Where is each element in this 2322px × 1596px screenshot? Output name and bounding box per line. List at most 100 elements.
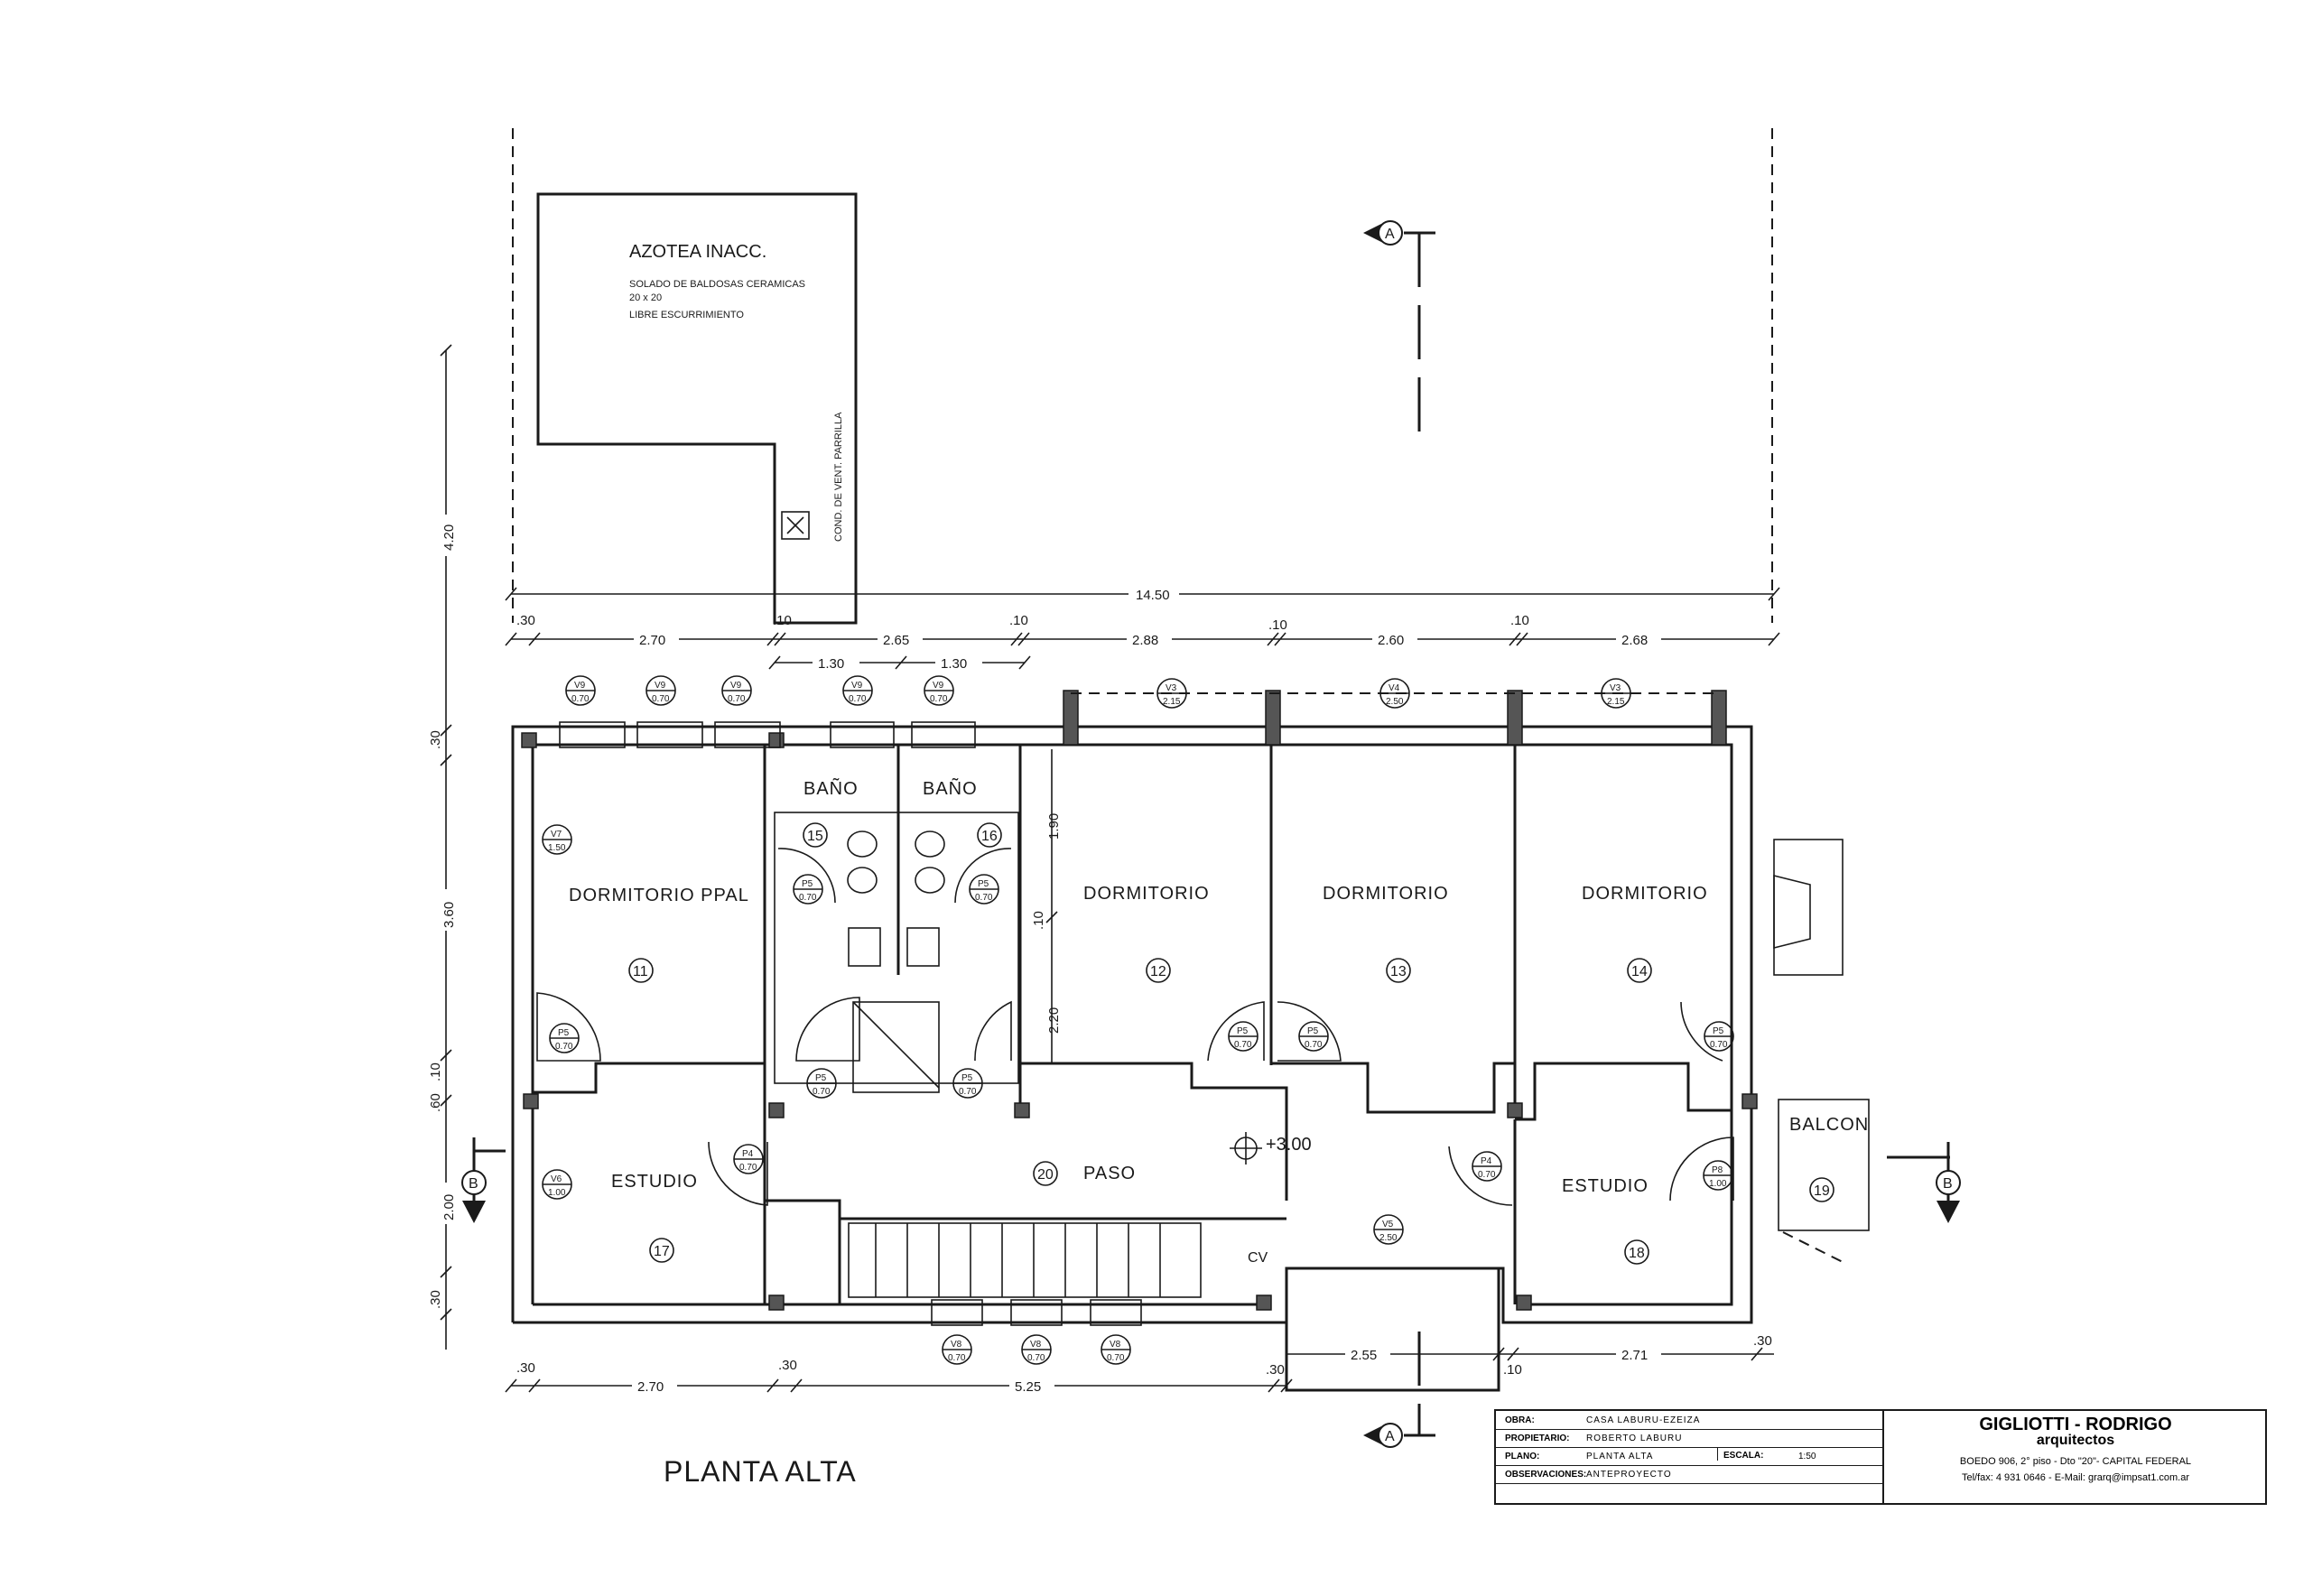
exterior-walls bbox=[511, 725, 1753, 1392]
vent-note: COND. DE VENT. PARRILLA bbox=[833, 412, 844, 542]
svg-text:.30: .30 bbox=[1753, 1333, 1772, 1349]
svg-text:0.70: 0.70 bbox=[1107, 1353, 1125, 1363]
svg-text:19: 19 bbox=[1814, 1183, 1830, 1199]
room-label-bano-16: BAÑO bbox=[923, 777, 978, 799]
svg-text:0.70: 0.70 bbox=[975, 893, 993, 903]
svg-text:0.70: 0.70 bbox=[1305, 1040, 1323, 1050]
svg-text:V8: V8 bbox=[1030, 1340, 1042, 1350]
columns bbox=[521, 690, 1758, 1311]
svg-text:13: 13 bbox=[1390, 964, 1407, 979]
svg-text:P5: P5 bbox=[802, 879, 813, 889]
svg-text:V9: V9 bbox=[933, 681, 944, 691]
svg-text:2.15: 2.15 bbox=[1163, 697, 1181, 707]
svg-text:V6: V6 bbox=[551, 1174, 562, 1184]
dimension-top-bath-row: 1.30 1.30 bbox=[768, 653, 1031, 673]
room-label-dormitorio-ppal: DORMITORIO PPAL bbox=[569, 886, 749, 905]
svg-text:3.60: 3.60 bbox=[441, 902, 457, 928]
windows bbox=[559, 692, 1720, 1326]
svg-text:.10: .10 bbox=[1503, 1362, 1522, 1378]
svg-text:1.90: 1.90 bbox=[1046, 813, 1062, 840]
svg-text:.30: .30 bbox=[428, 1290, 443, 1309]
svg-text:0.70: 0.70 bbox=[849, 694, 867, 704]
tb-row-propietario: PROPIETARIO: ROBERTO LABURU bbox=[1496, 1429, 1882, 1448]
svg-text:14: 14 bbox=[1631, 964, 1648, 979]
svg-text:.10: .10 bbox=[1268, 617, 1287, 633]
svg-text:V9: V9 bbox=[730, 681, 742, 691]
svg-text:1.50: 1.50 bbox=[548, 843, 566, 853]
svg-text:0.70: 0.70 bbox=[1478, 1170, 1496, 1180]
svg-text:2.88: 2.88 bbox=[1132, 633, 1158, 648]
balcony-outline bbox=[1778, 1099, 1870, 1231]
tb-row-obra: OBRA: CASA LABURU-EZEIZA bbox=[1496, 1411, 1882, 1430]
svg-text:.10: .10 bbox=[1009, 613, 1028, 628]
svg-text:P5: P5 bbox=[1307, 1026, 1319, 1036]
room-label-dormitorio-12: DORMITORIO bbox=[1083, 884, 1210, 904]
section-a-bottom-marker: A bbox=[1363, 1332, 1435, 1448]
section-a-top-marker: A bbox=[1363, 220, 1435, 433]
bay-window bbox=[1773, 839, 1844, 976]
svg-text:V8: V8 bbox=[951, 1340, 962, 1350]
section-b-left-marker: B bbox=[461, 1137, 506, 1223]
room-label-estudio-17: ESTUDIO bbox=[611, 1172, 698, 1192]
svg-text:.10: .10 bbox=[428, 1062, 443, 1081]
stairs bbox=[848, 1222, 1202, 1298]
title-block-fields: OBRA: CASA LABURU-EZEIZA PROPIETARIO: RO… bbox=[1496, 1411, 1882, 1503]
dimension-bottom-right: 2.55 2.71 .10 .30 bbox=[1286, 1333, 1774, 1378]
svg-text:P4: P4 bbox=[742, 1149, 754, 1159]
opening-tags: V90.70 V90.70 V90.70 V90.70 V90.70 V32.1… bbox=[542, 675, 1734, 1365]
svg-text:2.68: 2.68 bbox=[1621, 633, 1648, 648]
svg-text:1.30: 1.30 bbox=[818, 656, 844, 672]
svg-text:.30: .30 bbox=[778, 1358, 797, 1373]
svg-text:2.55: 2.55 bbox=[1351, 1348, 1377, 1363]
azotea-note-3: LIBRE ESCURRIMIENTO bbox=[629, 310, 744, 320]
svg-text:12: 12 bbox=[1150, 964, 1166, 979]
svg-text:V9: V9 bbox=[851, 681, 863, 691]
svg-text:11: 11 bbox=[633, 964, 648, 979]
svg-text:P5: P5 bbox=[1713, 1026, 1724, 1036]
svg-text:V3: V3 bbox=[1166, 683, 1177, 693]
room-label-paso: PASO bbox=[1083, 1164, 1136, 1183]
dimension-interior: 1.90 .10 2.20 bbox=[1031, 749, 1062, 1063]
svg-text:.10: .10 bbox=[773, 613, 792, 628]
title-block-firm: GIGLIOTTI - RODRIGO arquitectos BOEDO 90… bbox=[1882, 1411, 2267, 1503]
svg-text:0.70: 0.70 bbox=[1710, 1040, 1728, 1050]
svg-text:0.70: 0.70 bbox=[1027, 1353, 1045, 1363]
svg-text:.60: .60 bbox=[428, 1093, 443, 1112]
room-label-dormitorio-14: DORMITORIO bbox=[1582, 884, 1708, 904]
section-b-right-marker: B bbox=[1887, 1142, 1961, 1223]
svg-text:.30: .30 bbox=[516, 613, 535, 628]
firm-address: BOEDO 906, 2° piso - Dto "20"- CAPITAL F… bbox=[1959, 1456, 2192, 1467]
svg-text:2.70: 2.70 bbox=[637, 1379, 664, 1395]
dimension-top-total: 14.50 bbox=[505, 583, 1780, 603]
svg-text:V9: V9 bbox=[574, 681, 586, 691]
svg-text:+3.00: +3.00 bbox=[1266, 1135, 1312, 1155]
svg-text:.10: .10 bbox=[1031, 911, 1046, 930]
azotea-note-1: SOLADO DE BALDOSAS CERAMICAS bbox=[629, 279, 805, 290]
svg-text:15: 15 bbox=[807, 829, 823, 844]
svg-text:1.00: 1.00 bbox=[1709, 1179, 1727, 1189]
svg-text:A: A bbox=[1385, 227, 1395, 242]
tb-propietario: ROBERTO LABURU bbox=[1586, 1434, 1683, 1443]
firm-name: GIGLIOTTI - RODRIGO bbox=[1979, 1415, 2172, 1434]
dimension-bottom-row: 2.70 5.25 .30 .30 .30 bbox=[505, 1358, 1293, 1396]
svg-text:0.70: 0.70 bbox=[1234, 1040, 1252, 1050]
room-numbers: 11 12 13 14 15 16 17 18 19 20 bbox=[628, 822, 1834, 1265]
svg-text:2.65: 2.65 bbox=[883, 633, 909, 648]
drawing-title: PLANTA ALTA bbox=[664, 1455, 857, 1488]
firm-subtitle: arquitectos bbox=[2036, 1433, 2115, 1448]
svg-text:0.70: 0.70 bbox=[652, 694, 670, 704]
bathroom-fixtures bbox=[847, 830, 945, 967]
svg-text:2.60: 2.60 bbox=[1378, 633, 1404, 648]
tb-observaciones: ANTEPROYECTO bbox=[1586, 1470, 1672, 1480]
svg-text:1.30: 1.30 bbox=[941, 656, 967, 672]
svg-text:P8: P8 bbox=[1712, 1165, 1723, 1175]
svg-text:0.70: 0.70 bbox=[948, 1353, 966, 1363]
svg-text:2.50: 2.50 bbox=[1379, 1233, 1398, 1243]
svg-text:4.20: 4.20 bbox=[441, 524, 457, 551]
svg-text:P5: P5 bbox=[815, 1073, 827, 1083]
tb-obra: CASA LABURU-EZEIZA bbox=[1586, 1415, 1701, 1425]
title-block: OBRA: CASA LABURU-EZEIZA PROPIETARIO: RO… bbox=[1494, 1409, 2267, 1505]
svg-text:.30: .30 bbox=[516, 1360, 535, 1376]
svg-text:B: B bbox=[1943, 1176, 1953, 1192]
svg-text:V4: V4 bbox=[1389, 683, 1400, 693]
